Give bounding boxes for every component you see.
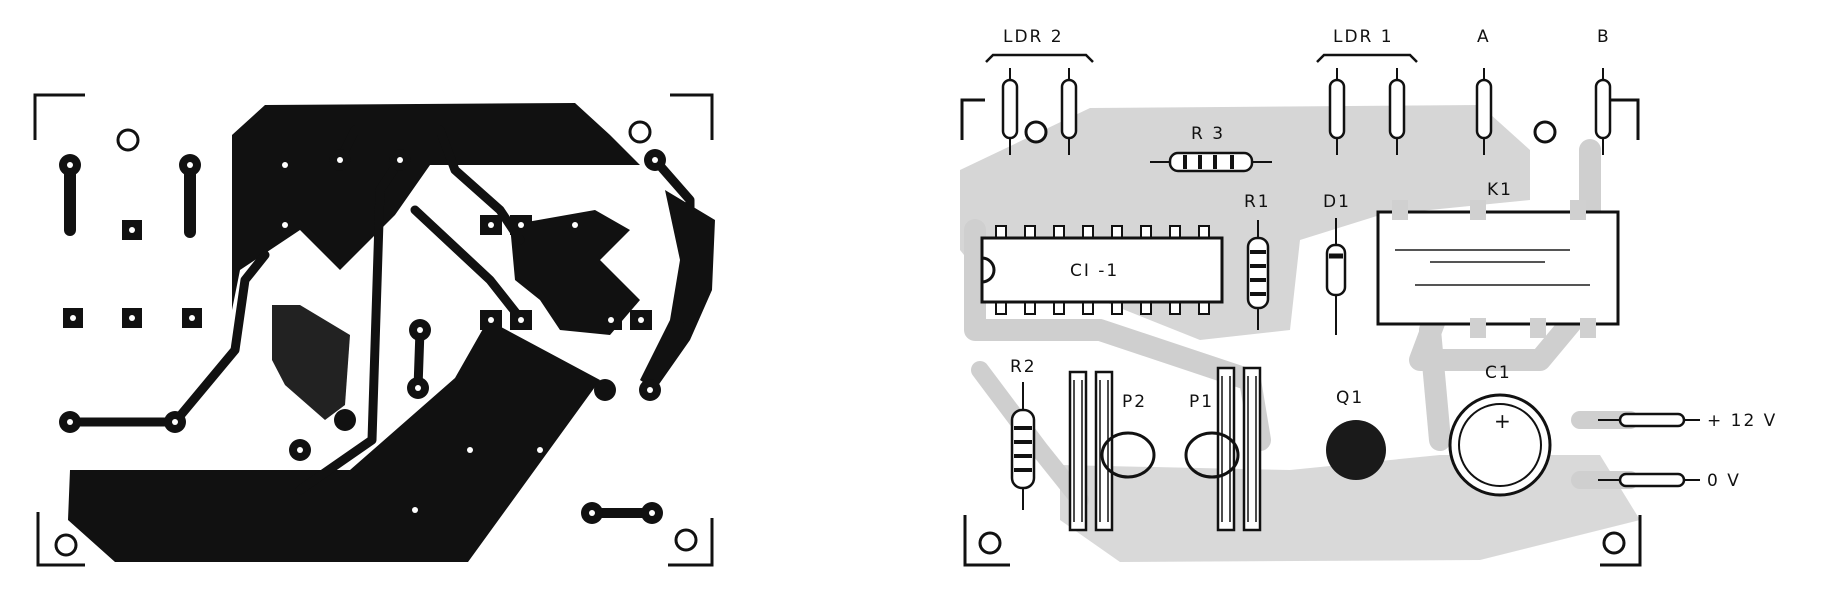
mounting-hole <box>1024 120 1048 144</box>
drill-hole <box>412 507 418 513</box>
copper-area <box>272 305 350 420</box>
drill-hole <box>297 447 303 453</box>
drill-hole <box>337 157 343 163</box>
drill-hole <box>649 510 655 516</box>
trace <box>335 125 525 245</box>
trace <box>645 155 695 395</box>
drill-hole <box>647 387 653 393</box>
drill-hole <box>397 157 403 163</box>
trimmer-p2 <box>1068 370 1156 532</box>
corner-mark <box>33 93 85 140</box>
drill-hole <box>652 157 658 163</box>
mounting-hole <box>674 528 698 552</box>
label-q1: Q1 <box>1336 388 1364 408</box>
copper-area <box>510 210 640 335</box>
corner-mark <box>1600 515 1642 567</box>
drill-hole <box>129 227 135 233</box>
label-r1: R1 <box>1244 192 1271 212</box>
drill-hole <box>67 162 73 168</box>
solder-pad <box>594 379 616 401</box>
drill-hole <box>172 419 178 425</box>
capacitor-c1 <box>1448 393 1552 497</box>
ldr1-brace <box>1316 53 1418 63</box>
drill-hole <box>282 222 288 228</box>
corner-mark <box>670 93 714 140</box>
drill-hole <box>129 315 135 321</box>
mounting-hole <box>628 120 652 144</box>
drill-hole <box>488 317 494 323</box>
label-b: B <box>1597 27 1611 47</box>
mounting-hole <box>116 128 140 152</box>
ic-ci1 <box>980 225 1224 315</box>
drill-hole <box>518 317 524 323</box>
label-c1: C1 <box>1485 363 1512 383</box>
component-layout: LDR 2 LDR 1 A B R 3 R1 D1 K1 CI -1 R2 P2… <box>960 27 1777 567</box>
drill-hole <box>537 447 543 453</box>
resistor-r2 <box>1010 382 1036 510</box>
pcb-trace-layout <box>33 93 715 567</box>
trace <box>295 155 405 495</box>
label-c1-polarity: + <box>1494 409 1513 433</box>
label-a: A <box>1477 27 1491 47</box>
label-k1: K1 <box>1487 180 1513 200</box>
label-12v: + 12 V <box>1707 411 1777 431</box>
drill-hole <box>518 222 524 228</box>
supply-lead-0v <box>1598 472 1700 488</box>
drill-hole <box>572 222 578 228</box>
mounting-hole <box>1533 120 1557 144</box>
drill-hole <box>417 327 423 333</box>
relay-k1 <box>1376 200 1620 338</box>
mounting-hole <box>54 533 78 557</box>
resistor-r3 <box>1150 151 1272 173</box>
drill-hole <box>189 315 195 321</box>
drill-hole <box>67 419 73 425</box>
ldr2-brace <box>985 53 1094 63</box>
solder-pad <box>334 409 356 431</box>
corner-mark <box>1605 98 1640 140</box>
copper-strip-right <box>640 190 715 390</box>
trimmer-p1 <box>1184 366 1262 532</box>
drill-hole <box>638 317 644 323</box>
trace <box>65 250 270 427</box>
label-ldr2: LDR 2 <box>1003 27 1064 47</box>
label-p2: P2 <box>1122 392 1147 412</box>
terminal-a <box>1475 68 1493 155</box>
corner-mark <box>963 515 1010 567</box>
ldr2-component <box>1001 68 1078 155</box>
label-0v: 0 V <box>1707 471 1741 491</box>
copper-ground-plane <box>68 320 600 562</box>
drill-hole <box>467 447 473 453</box>
drill-hole <box>589 510 595 516</box>
drill-hole <box>415 385 421 391</box>
resistor-r1 <box>1246 220 1270 330</box>
drill-hole <box>282 162 288 168</box>
drill-hole <box>187 162 193 168</box>
drill-hole <box>488 222 494 228</box>
label-ci1: CI -1 <box>1070 261 1119 281</box>
label-ldr1: LDR 1 <box>1333 27 1394 47</box>
drill-hole <box>70 315 76 321</box>
drill-hole <box>608 317 614 323</box>
label-r2: R2 <box>1010 357 1037 377</box>
trace <box>410 205 525 323</box>
label-p1: P1 <box>1189 392 1214 412</box>
diode-d1 <box>1325 218 1347 335</box>
corner-mark <box>36 512 85 567</box>
mounting-hole <box>1602 531 1626 555</box>
transistor-q1 <box>1326 420 1386 480</box>
corner-mark <box>960 98 985 140</box>
label-r3: R 3 <box>1191 124 1225 144</box>
supply-lead-12v <box>1598 412 1700 428</box>
label-d1: D1 <box>1323 192 1351 212</box>
corner-mark <box>668 518 714 567</box>
ldr1-component <box>1328 68 1406 155</box>
terminal-b <box>1594 68 1612 155</box>
mounting-hole <box>978 531 1002 555</box>
